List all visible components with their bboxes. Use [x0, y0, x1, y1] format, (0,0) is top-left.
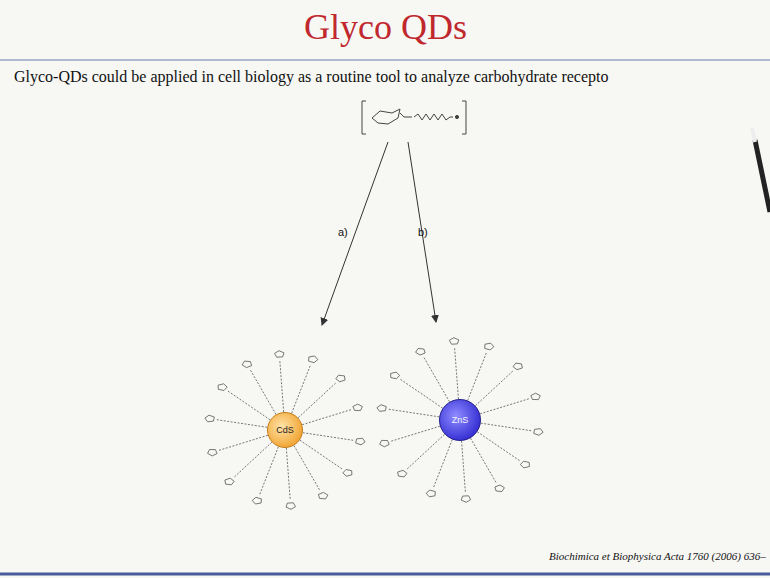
- ligand-structure: [362, 101, 466, 134]
- laser-pointer: [755, 140, 770, 212]
- core-label: CdS: [276, 425, 294, 435]
- subtitle: Glyco-QDs could be applied in cell biolo…: [14, 68, 608, 86]
- step-label: a): [338, 226, 348, 238]
- quantum-dot: ZnS: [439, 399, 481, 441]
- citation: Biochimica et Biophysica Acta 1760 (2006…: [549, 550, 766, 562]
- bottom-rule: [0, 573, 770, 576]
- quantum-dot: CdS: [267, 412, 303, 448]
- core-label: ZnS: [452, 415, 469, 425]
- slide-title: Glyco QDs: [304, 6, 467, 48]
- reaction-arrow: [408, 142, 436, 322]
- title-rule: [0, 59, 770, 61]
- reaction-arrow: [322, 142, 388, 325]
- step-label: b): [418, 226, 428, 238]
- laser-pointer-tip: [752, 128, 755, 142]
- glyco-ligands: [205, 338, 543, 510]
